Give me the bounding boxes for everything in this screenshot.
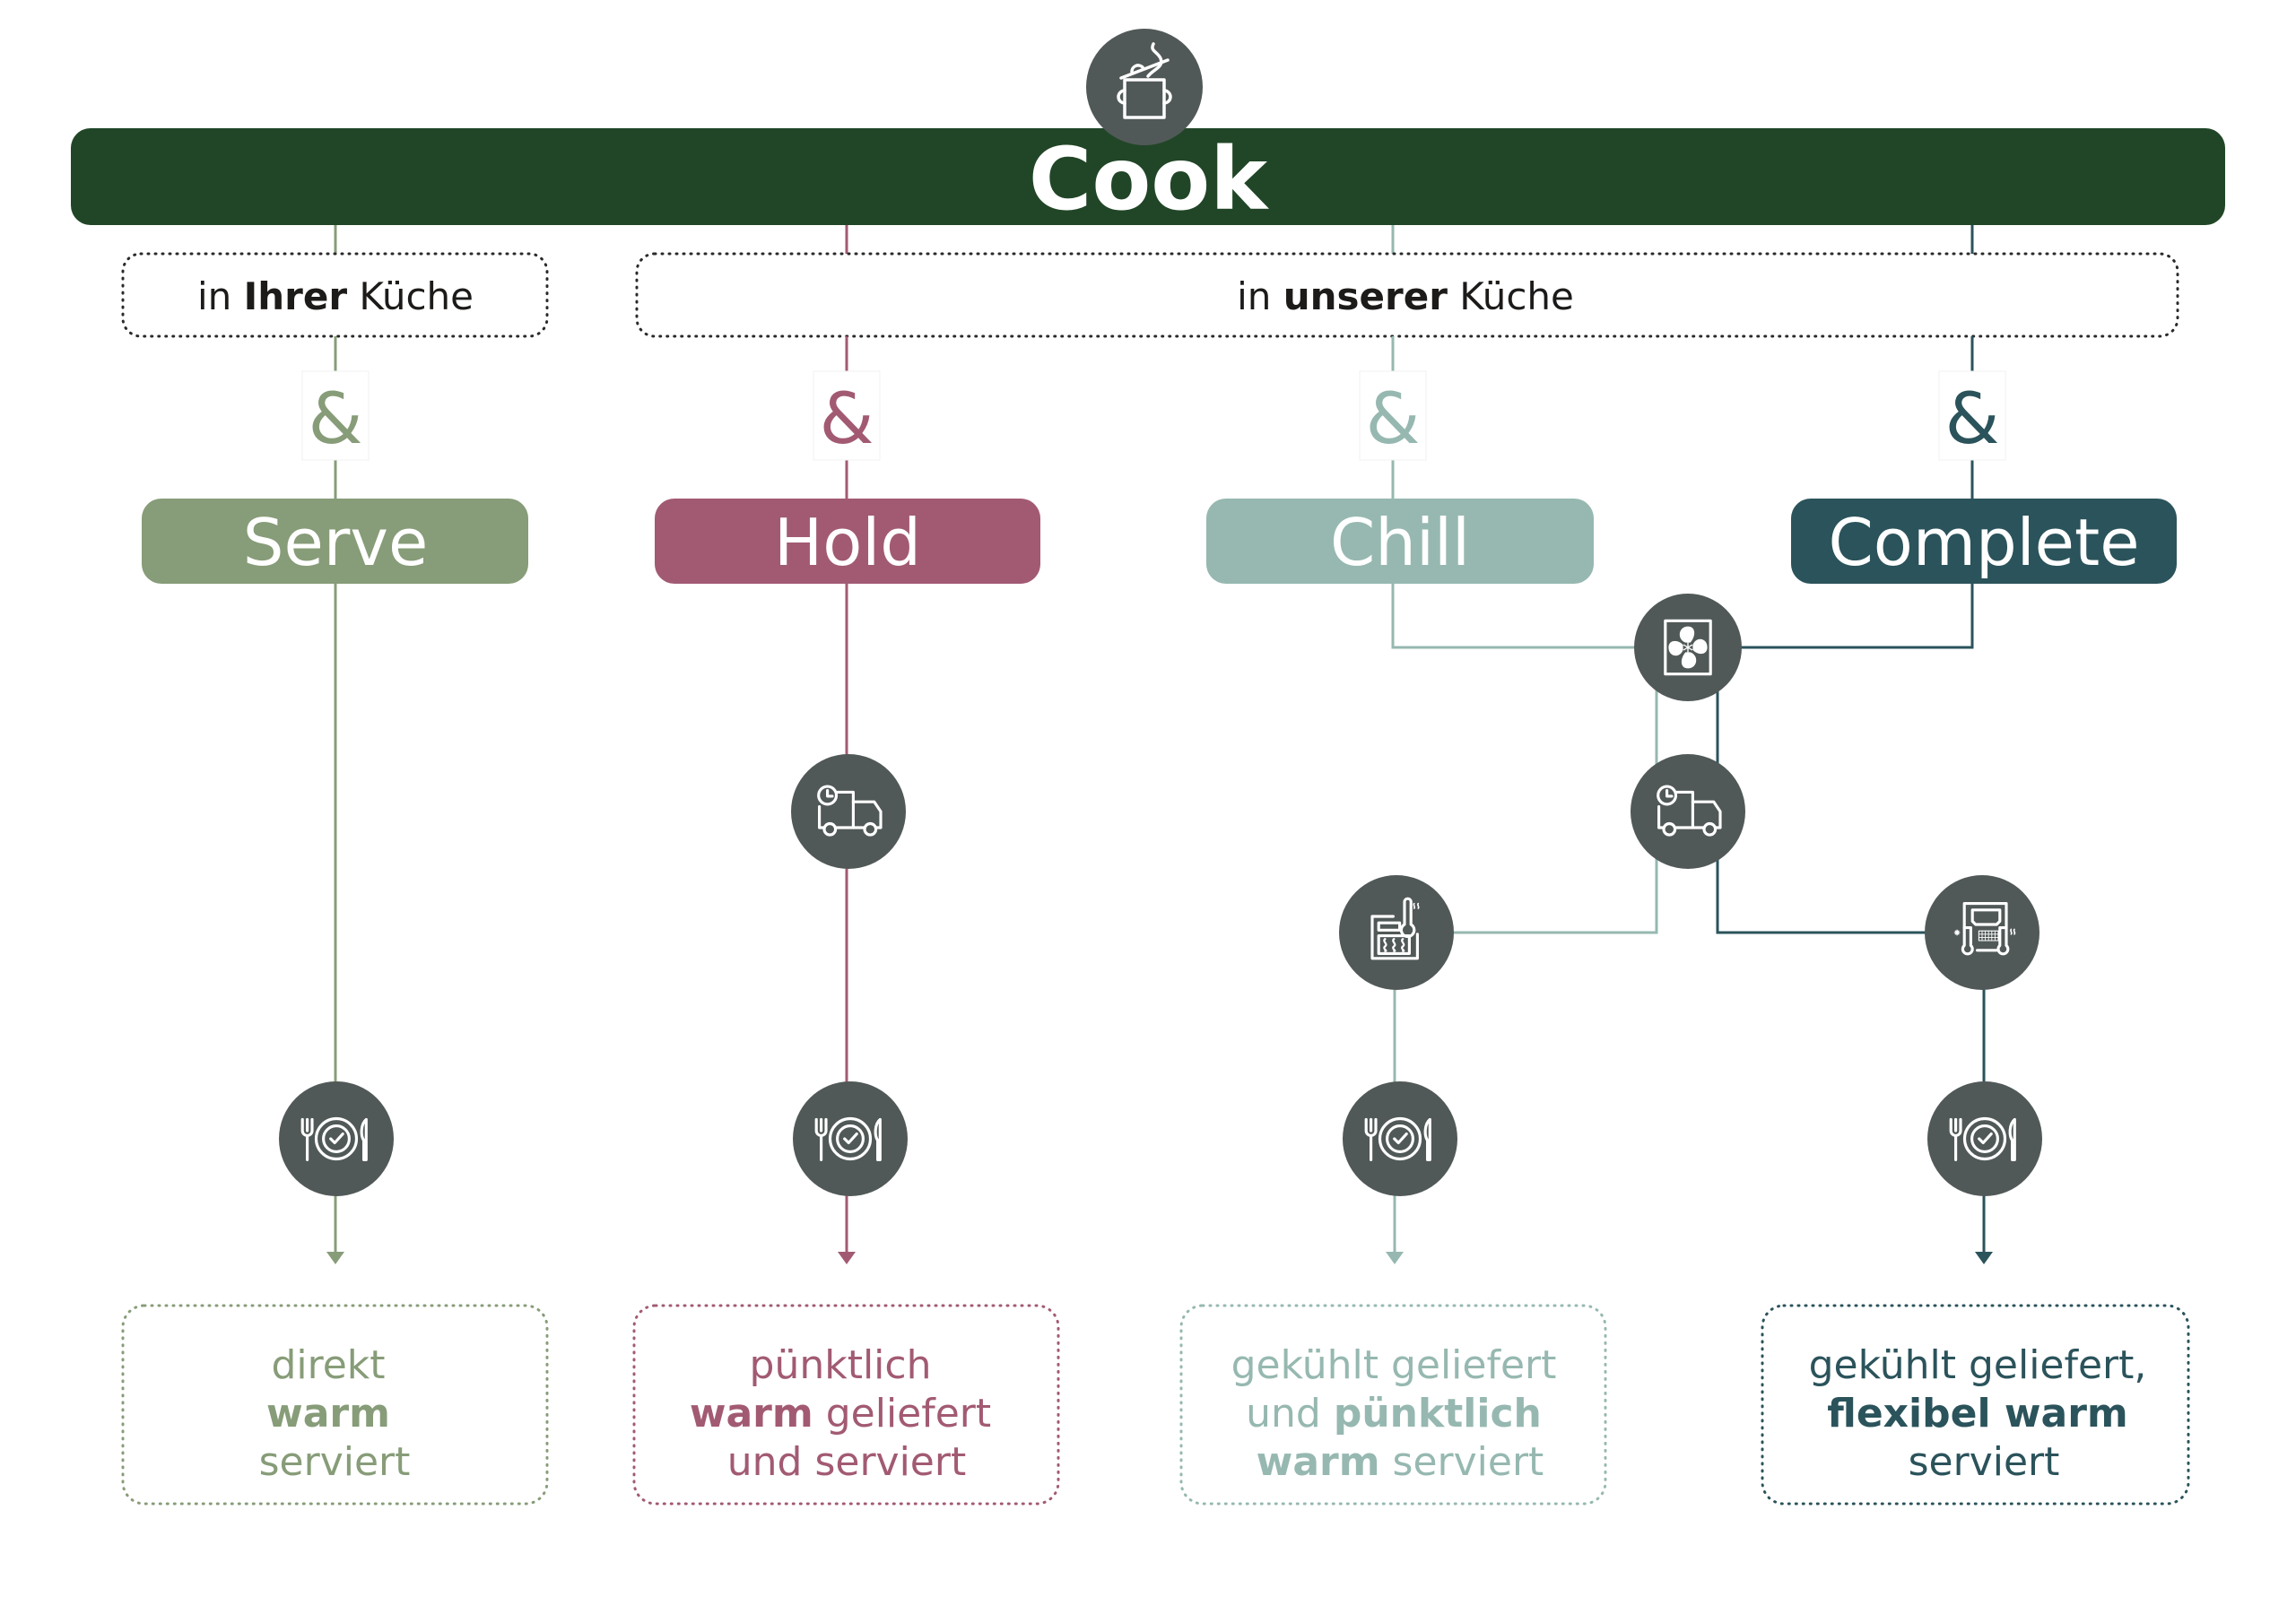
desc-hold-line-2-bold: warm — [690, 1391, 813, 1436]
svg-text:in unserer Küche: in unserer Küche — [1237, 274, 1574, 318]
description-serve: direkt warm serviert — [121, 1304, 549, 1506]
chill-delivery-node — [1631, 754, 1745, 869]
desc-complete-line-1: gekühlt geliefert, — [1809, 1342, 2147, 1388]
svg-text:&: & — [820, 379, 874, 460]
regeneration-node — [1925, 875, 2039, 990]
ampersand-hold: & — [813, 370, 881, 461]
svg-text:Serve: Serve — [243, 505, 429, 580]
desc-chill-line-3-rest: serviert — [1380, 1439, 1544, 1485]
ampersand-chill: & — [1359, 370, 1427, 461]
blast-chiller-node — [1634, 594, 1742, 701]
desc-chill-line-3-bold: warm — [1257, 1439, 1380, 1485]
desc-hold-line-3: und serviert — [727, 1439, 966, 1485]
svg-text:Chill: Chill — [1330, 505, 1470, 580]
complete-to-chiller-line — [1688, 583, 1974, 649]
desc-hold-line-2-rest: geliefert — [813, 1391, 991, 1436]
title-bar-background — [71, 128, 2225, 225]
desc-serve-line-2: warm — [266, 1391, 390, 1436]
hold-plate-node — [793, 1081, 908, 1196]
connectors — [326, 224, 1993, 1264]
oven-node — [1339, 875, 1454, 990]
complete-plate-node — [1927, 1081, 2042, 1196]
hold-delivery-node — [791, 754, 906, 869]
svg-text:gekühlt geliefert und pü: gekühlt geliefert und pünktlich warm ser… — [1231, 1342, 1570, 1485]
location-1-prefix: in — [197, 274, 244, 318]
location-1-bold: Ihrer — [244, 274, 348, 318]
svg-text:Hold: Hold — [774, 505, 921, 580]
chill-chiller-to-oven-line — [1395, 647, 1658, 934]
location-1-suffix: Küche — [347, 274, 474, 318]
tag-chill: Chill — [1206, 499, 1594, 584]
svg-text:direkt warm servie: direkt warm serviert — [259, 1342, 411, 1485]
complete-chiller-to-regen-line — [1716, 647, 1979, 934]
svg-text:pünktlich warm geliefert: pünktlich warm geliefert und serviert — [690, 1342, 1004, 1485]
connector-stubs — [334, 336, 1974, 499]
svg-text:&: & — [1366, 379, 1421, 460]
location-unsere-kueche: in unserer Küche — [635, 252, 2179, 338]
desc-chill-line-1: gekühlt geliefert — [1231, 1342, 1557, 1388]
title-text: Cook — [1029, 129, 1269, 230]
location-2-prefix: in — [1237, 274, 1283, 318]
chill-to-chiller-line — [1391, 583, 1688, 649]
svg-text:gekühlt geliefert, flexi: gekühlt geliefert, flexibel warm servier… — [1809, 1342, 2160, 1485]
desc-hold-line-1: pünktlich — [750, 1342, 932, 1388]
svg-text:&: & — [309, 379, 363, 460]
ampersand-complete: & — [1938, 370, 2006, 461]
chill-arrowhead — [1386, 1252, 1404, 1264]
desc-complete-line-3: serviert — [1909, 1439, 2060, 1485]
desc-serve-line-1: direkt — [271, 1342, 385, 1388]
tag-serve: Serve — [142, 499, 528, 584]
serve-plate-node — [279, 1081, 394, 1196]
tag-hold: Hold — [655, 499, 1040, 584]
desc-serve-line-3: serviert — [259, 1439, 411, 1485]
pot-icon-circle — [1086, 29, 1203, 145]
description-chill: gekühlt geliefert und pünktlich warm ser… — [1179, 1304, 1607, 1506]
svg-text:&: & — [1945, 379, 2000, 460]
ampersand-serve: & — [301, 370, 370, 461]
description-hold: pünktlich warm geliefert und serviert — [632, 1304, 1060, 1506]
complete-arrowhead — [1975, 1252, 1993, 1264]
location-ihre-kueche: in Ihrer Küche — [121, 252, 549, 338]
svg-text:in Ihrer Küche: in Ihrer Küche — [197, 274, 474, 318]
hold-arrowhead — [838, 1252, 856, 1264]
title-bar: Cook — [71, 29, 2225, 230]
desc-complete-line-2: flexibel warm — [1827, 1391, 2128, 1436]
tag-complete: Complete — [1791, 499, 2177, 584]
desc-chill-line-2-bold: pünktlich — [1334, 1391, 1542, 1436]
svg-text:Complete: Complete — [1829, 505, 2140, 580]
chill-plate-node — [1343, 1081, 1457, 1196]
location-2-bold: unserer — [1283, 274, 1448, 318]
serve-arrowhead — [326, 1252, 344, 1264]
desc-chill-line-2-start: und — [1246, 1391, 1334, 1436]
location-2-suffix: Küche — [1448, 274, 1574, 318]
description-complete: gekühlt geliefert, flexibel warm servier… — [1761, 1304, 2190, 1506]
